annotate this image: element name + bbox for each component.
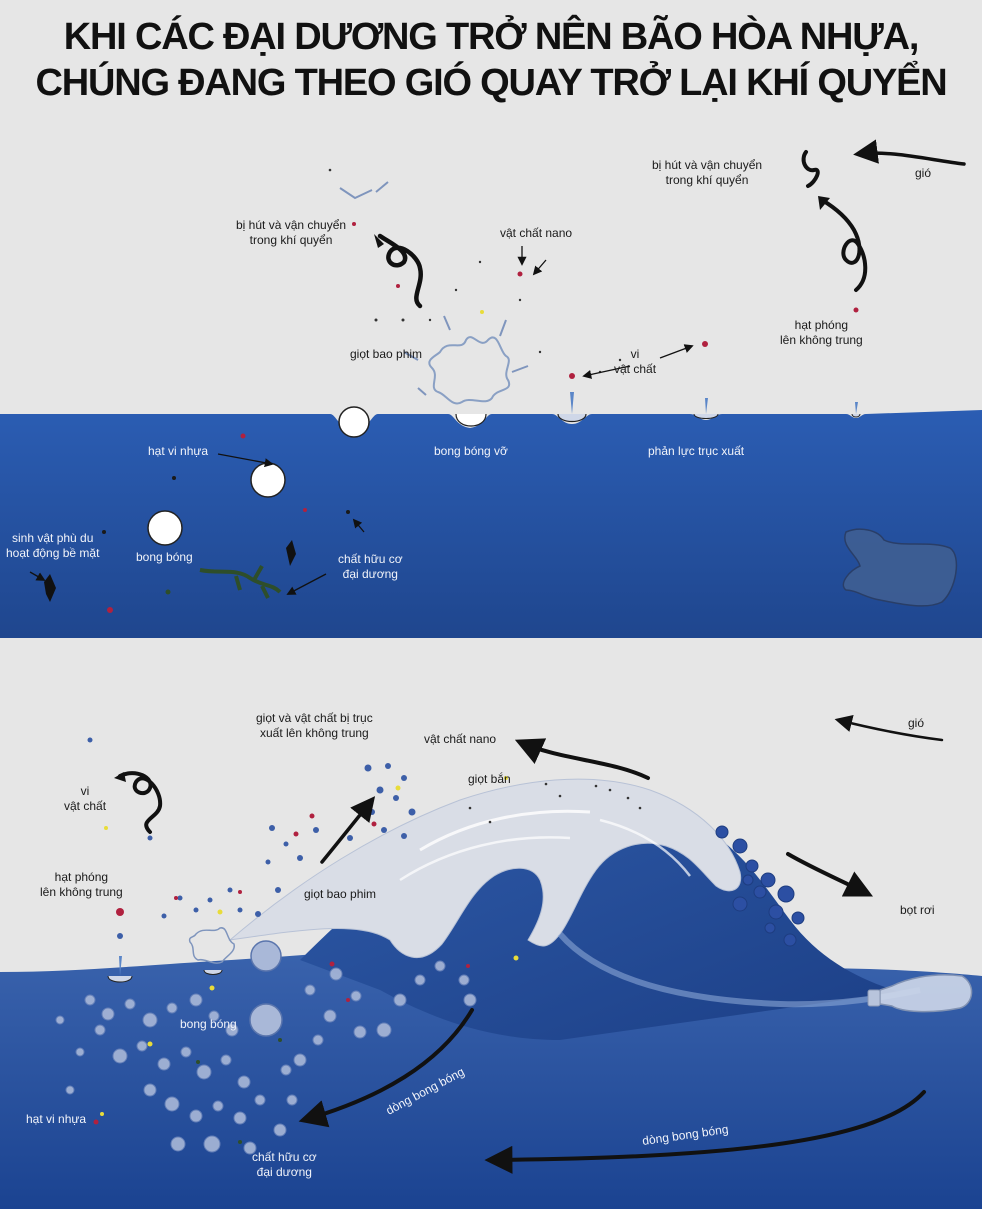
label-bursting-bubble: bong bóng vỡ <box>434 444 508 458</box>
bubble <box>147 510 183 546</box>
top-panel <box>0 139 982 638</box>
label-bubble-bottom: bong bóng <box>180 1017 237 1031</box>
label-wind-bottom: gió <box>908 716 925 730</box>
surface-bubble <box>338 406 370 438</box>
transport-squiggle <box>377 233 423 309</box>
plankton-icon <box>44 574 56 602</box>
nano-arrow <box>514 738 650 780</box>
title-line-1: KHI CÁC ĐẠI DƯƠNG TRỞ NÊN BÃO HÒA NHỰA, <box>63 16 920 58</box>
film-burst <box>188 927 235 964</box>
burst-shape <box>428 336 511 405</box>
bottom-panel <box>0 714 982 1209</box>
bubble-stream-arrow-2 <box>484 1090 926 1174</box>
seaweed <box>199 565 282 599</box>
label-nano-bottom: vật chất nano <box>424 732 497 746</box>
top-ocean <box>0 410 982 638</box>
label-nano-top: vật chất nano <box>500 226 573 240</box>
label-wind-top: gió <box>915 166 932 180</box>
label-film-drops-top: giọt bao phim <box>350 347 423 361</box>
bubble-plume <box>55 960 477 1155</box>
bubble-stream-arrow-1 <box>298 1008 474 1128</box>
film-drop-arrow <box>320 796 376 864</box>
rising-bubble <box>250 462 286 498</box>
plastic-bag-icon <box>842 528 958 607</box>
label-bubble-top: bong bóng <box>136 550 193 564</box>
label-spray: giọt bắn <box>468 772 511 786</box>
wind-arrow-bottom <box>834 714 944 742</box>
rising-squiggle <box>820 198 868 292</box>
launch-squiggle <box>118 771 163 834</box>
label-microplastic-top: hạt vi nhựa <box>148 444 209 458</box>
label-falling-foam: bọt rơi <box>900 903 935 917</box>
foam-arrow <box>786 852 874 897</box>
plastic-bottle-icon <box>879 974 973 1013</box>
page-title: KHI CÁC ĐẠI DƯƠNG TRỞ NÊN BÃO HÒA NHỰA, … <box>0 14 982 106</box>
wind-arrow <box>853 139 966 166</box>
title-line-2: CHÚNG ĐANG THEO GIÓ QUAY TRỞ LẠI KHÍ QUY… <box>35 62 948 104</box>
bursting-bubble-cup <box>455 413 487 427</box>
label-microplastic-bottom: hạt vi nhựa <box>26 1112 87 1126</box>
falling-foam-bubbles <box>715 825 805 947</box>
label-jet: phản lực trục xuất <box>648 444 745 458</box>
label-film-drops-bottom: giọt bao phim <box>304 887 377 901</box>
